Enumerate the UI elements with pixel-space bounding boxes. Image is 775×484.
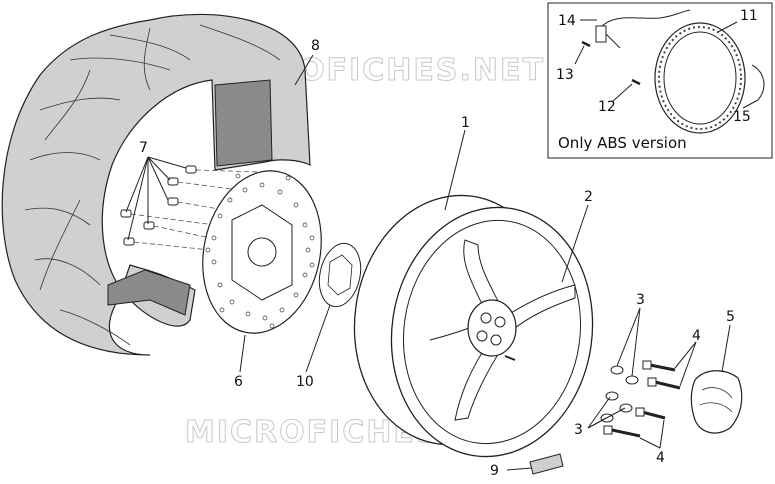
callout-labels: 1 2 3 3 4 4 5 6 7 8 9 10 11 12 13 14 15	[139, 8, 758, 479]
inset-note: Only ABS version	[558, 134, 687, 152]
disc-spacer	[318, 242, 362, 308]
callout-2: 2	[584, 189, 593, 205]
abs-clip	[751, 64, 765, 101]
callout-1: 1	[461, 115, 470, 131]
brake-disc	[202, 170, 322, 334]
callout-11: 11	[740, 8, 758, 24]
wheel-rim	[353, 194, 594, 458]
callout-3-lower: 3	[574, 422, 583, 438]
callout-6: 6	[234, 374, 243, 390]
callout-8: 8	[311, 38, 320, 54]
callout-3-upper: 3	[636, 292, 645, 308]
callout-14: 14	[558, 13, 576, 29]
abs-sensor-cable	[599, 9, 691, 29]
leader-lines	[125, 19, 759, 471]
callout-9: 9	[490, 463, 499, 479]
callout-4-upper: 4	[692, 328, 701, 344]
screws-and-washers	[600, 360, 681, 438]
disc-bolts	[120, 165, 261, 251]
tire-inner-wall-bottom	[107, 269, 191, 316]
callout-12: 12	[598, 99, 616, 115]
callout-10: 10	[296, 374, 314, 390]
hub-cover	[690, 370, 743, 434]
abs-inset: Only ABS version	[547, 2, 773, 159]
callout-5: 5	[726, 309, 735, 325]
callout-13: 13	[556, 67, 574, 83]
tire	[1, 13, 311, 356]
callout-7: 7	[139, 140, 148, 156]
tire-inner-wall-top	[214, 79, 273, 167]
balance-weight	[529, 453, 564, 475]
callout-15: 15	[733, 109, 751, 125]
callout-4-lower: 4	[656, 450, 665, 466]
